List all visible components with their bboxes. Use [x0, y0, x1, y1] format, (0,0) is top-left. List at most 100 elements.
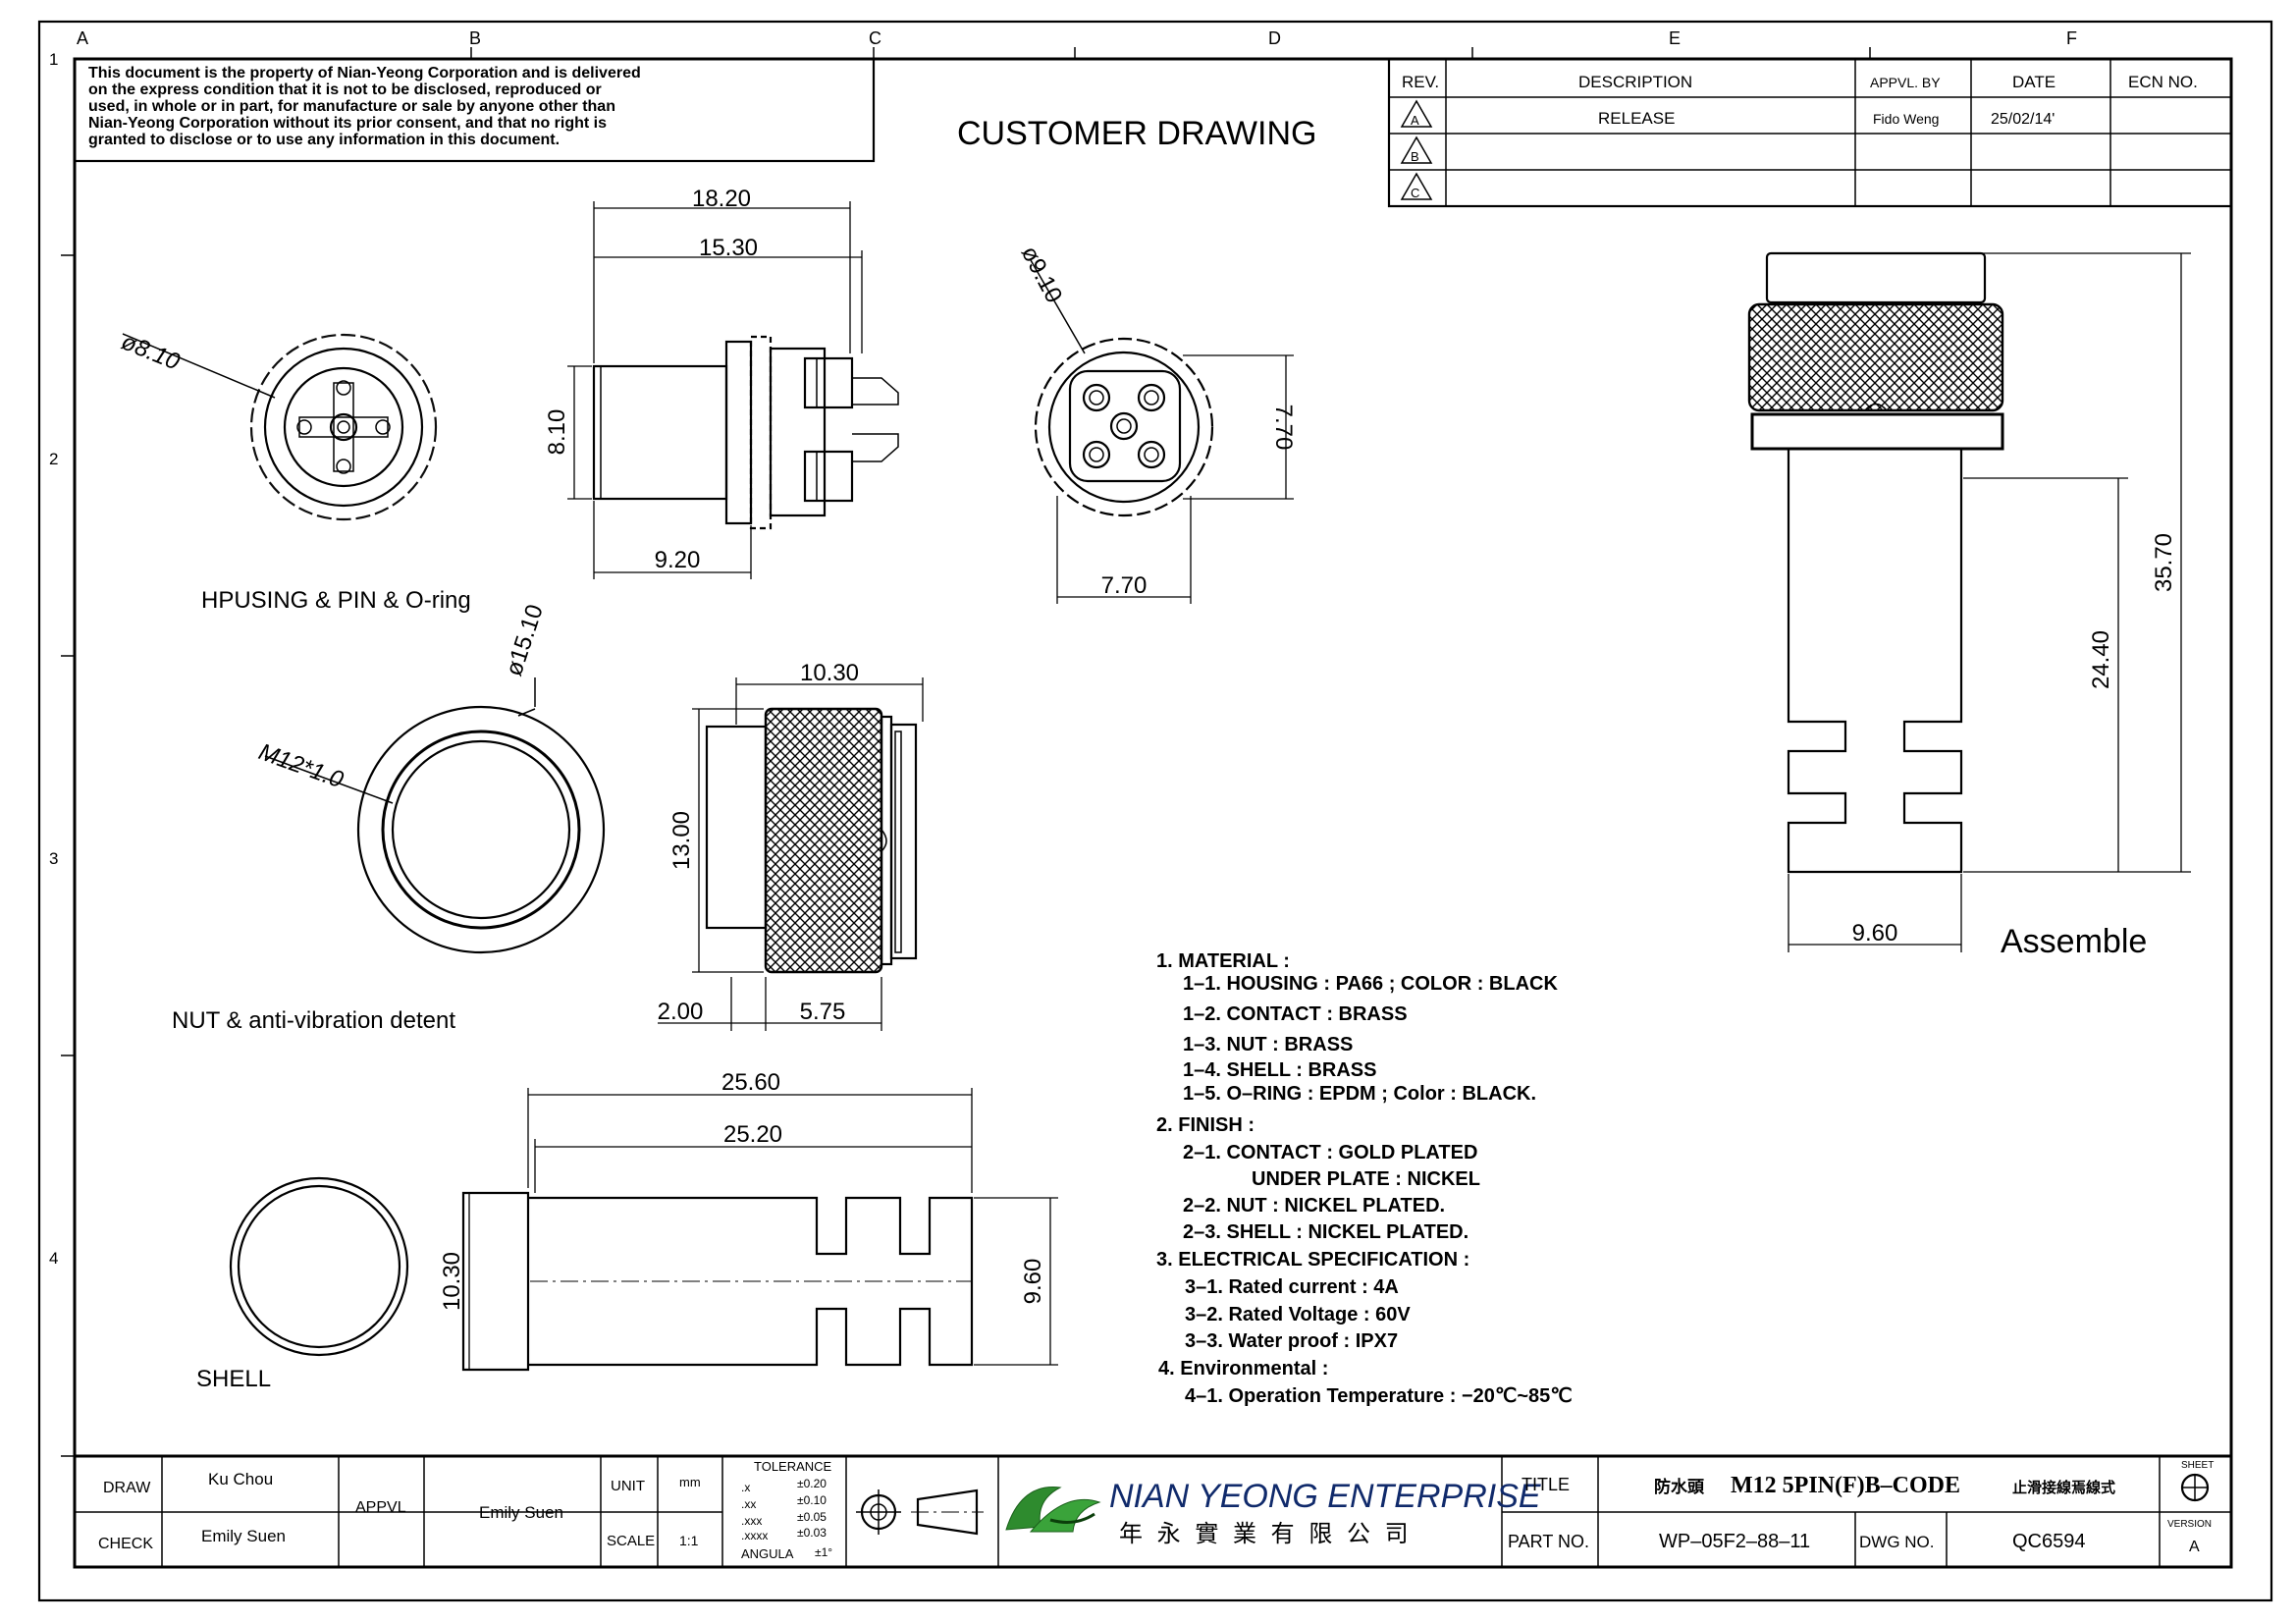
rev-header: REV. — [1402, 73, 1439, 91]
unit-value: mm — [679, 1475, 701, 1489]
note-line: 1–5. O–RING : EPDM ; Color : BLACK. — [1183, 1083, 1536, 1105]
side-height: 8.10 — [544, 409, 570, 456]
housing-side-view: 18.20 15.30 8.10 9.20 — [544, 186, 899, 579]
nut-front-length: 2.00 — [658, 999, 704, 1025]
dwg-no-label: DWG NO. — [1859, 1533, 1935, 1551]
shell-diameter: 9.60 — [1020, 1259, 1046, 1305]
shell-flange-height: 10.30 — [439, 1252, 465, 1311]
rev-triangle-icon — [1400, 99, 1433, 128]
note-line: 3–3. Water proof : IPX7 — [1185, 1330, 1398, 1352]
side-overall-length: 18.20 — [692, 186, 751, 212]
zone-letter-e: E — [1669, 28, 1681, 48]
tolerance-value: ±0.03 — [797, 1526, 827, 1540]
assembly-total-length: 35.70 — [2151, 533, 2177, 592]
side-body-length: 15.30 — [699, 235, 758, 261]
date-header: DATE — [2012, 73, 2056, 91]
note-line: 1–4. SHELL : BRASS — [1183, 1059, 1376, 1081]
title-label: TITLE — [1522, 1475, 1570, 1494]
tolerance-title: TOLERANCE — [754, 1459, 832, 1474]
title-main: M12 5PIN(F)B–CODE — [1731, 1473, 1960, 1498]
note-line: 4. Environmental : — [1158, 1358, 1328, 1380]
rev-b: B — [1411, 149, 1419, 164]
assembly-body-length: 24.40 — [2088, 630, 2114, 689]
approved-by-header: APPVL. BY — [1870, 75, 1941, 90]
pin-face-height: 7.70 — [1270, 405, 1297, 451]
appvl-label: APPVL — [355, 1499, 406, 1516]
revision-table: REV. DESCRIPTION APPVL. BY DATE ECN NO. … — [1387, 57, 2233, 208]
zone-letter-a: A — [77, 28, 88, 48]
zone-markers: A B C D E F 1 2 3 4 — [49, 28, 2077, 1457]
drawing-title: CUSTOMER DRAWING — [957, 115, 1316, 152]
housing-view-label: HPUSING & PIN & O-ring — [201, 587, 471, 614]
shell-body-length: 25.20 — [723, 1121, 782, 1148]
tolerance-key: .xxx — [741, 1514, 762, 1528]
shell-overall-length: 25.60 — [721, 1069, 780, 1096]
note-line: 4–1. Operation Temperature : −20℃~85℃ — [1185, 1385, 1573, 1407]
tolerance-key: .xx — [741, 1497, 756, 1511]
shell-view-label: SHELL — [196, 1366, 271, 1392]
notice-line: granted to disclose or to use any inform… — [88, 132, 560, 148]
shell-end-view: SHELL — [196, 1176, 409, 1392]
tolerance-key: .xxxx — [741, 1529, 768, 1542]
version-label: VERSION — [2167, 1519, 2212, 1530]
company-logo: NIAN YEONG ENTERPRISE 年 永 實 業 有 限 公 司 — [1005, 1478, 1541, 1547]
pin-face-diameter: ø9.10 — [1016, 242, 1068, 307]
proprietary-notice: This document is the property of Nian-Ye… — [73, 57, 876, 163]
note-line: 2–1. CONTACT : GOLD PLATED — [1183, 1142, 1477, 1163]
notice-line: used, in whole or in part, for manufactu… — [88, 98, 615, 115]
note-line: UNDER PLATE : NICKEL — [1252, 1168, 1480, 1190]
note-line: 3–2. Rated Voltage : 60V — [1185, 1304, 1411, 1325]
zone-letter-d: D — [1268, 28, 1281, 48]
nut-front-view: M12*1.0 ø15.10 NUT & anti-vibration dete… — [172, 601, 606, 1034]
check-label: CHECK — [98, 1536, 153, 1552]
sheet-label: SHEET — [2181, 1460, 2214, 1471]
housing-diameter-label: ø8.10 — [118, 329, 185, 376]
note-line: 2–3. SHELL : NICKEL PLATED. — [1183, 1221, 1468, 1243]
rev-triangle-icon — [1400, 135, 1433, 164]
sheet-border — [37, 20, 2273, 1602]
nut-knurl-length: 5.75 — [800, 999, 846, 1025]
note-line: 1. MATERIAL : — [1156, 950, 1290, 972]
rev-a-date: 25/02/14' — [1991, 111, 2055, 128]
assembly-view-label: Assemble — [2001, 923, 2147, 960]
notice-line: This document is the property of Nian-Ye… — [88, 65, 641, 81]
tolerance-value: ±0.10 — [797, 1493, 827, 1507]
company-name-zh: 年 永 實 業 有 限 公 司 — [1119, 1521, 1413, 1547]
assembly-diameter: 9.60 — [1852, 920, 1898, 947]
rev-a-description: RELEASE — [1598, 109, 1675, 128]
appvl-name: Emily Suen — [479, 1503, 563, 1522]
nut-thread-label: M12*1.0 — [255, 738, 347, 793]
notes-block: 1. MATERIAL : 1–1. HOUSING : PA66 ; COLO… — [1156, 950, 1573, 1407]
note-line: 1–3. NUT : BRASS — [1183, 1034, 1353, 1055]
scale-value: 1:1 — [679, 1533, 699, 1548]
title-prefix: 防水頭 — [1654, 1477, 1705, 1496]
note-line: 2–2. NUT : NICKEL PLATED. — [1183, 1195, 1445, 1217]
description-header: DESCRIPTION — [1578, 73, 1692, 91]
tolerance-value: ±0.05 — [797, 1510, 827, 1524]
rev-a-approved-by: Fido Weng — [1873, 111, 1939, 127]
note-line: 1–1. HOUSING : PA66 ; COLOR : BLACK — [1183, 973, 1558, 995]
rev-triangle-icon — [1400, 172, 1433, 200]
shell-side-view: 25.60 25.20 10.30 9.60 — [439, 1069, 1058, 1372]
angula-label: ANGULA — [741, 1546, 794, 1561]
pin-face-view: ø9.10 7.70 7.70 — [1016, 242, 1297, 604]
sheet-symbol-icon — [2180, 1473, 2210, 1502]
scale-label: SCALE — [607, 1533, 655, 1549]
zone-letter-f: F — [2066, 28, 2077, 48]
tolerance-key: .x — [741, 1481, 750, 1494]
title-suffix: 止滑接線焉線式 — [2012, 1479, 2115, 1496]
zone-letter-c: C — [869, 28, 881, 48]
zone-number-1: 1 — [49, 50, 58, 69]
note-line: 3–1. Rated current : 4A — [1185, 1276, 1399, 1298]
zone-number-3: 3 — [49, 849, 58, 868]
rev-c: C — [1411, 186, 1419, 200]
nut-side-view: 10.30 13.00 2.00 5.75 — [658, 660, 924, 1031]
nut-length: 10.30 — [800, 660, 859, 686]
side-front-length: 9.20 — [655, 547, 701, 573]
zone-letter-b: B — [469, 28, 481, 48]
pin-face-width: 7.70 — [1101, 572, 1148, 599]
draw-name: Ku Chou — [208, 1470, 273, 1488]
zone-number-4: 4 — [49, 1249, 58, 1268]
unit-label: UNIT — [611, 1478, 645, 1494]
